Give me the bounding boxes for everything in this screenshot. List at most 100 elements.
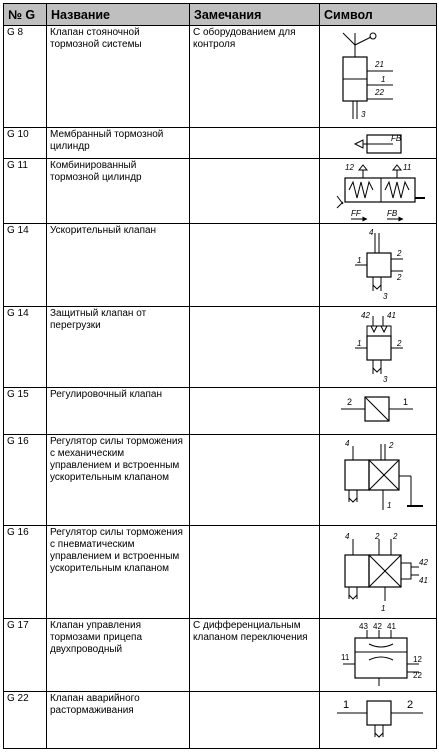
regulating-valve-icon: 2 1 <box>341 396 413 422</box>
parking-brake-valve-icon: 21 1 22 3 <box>342 32 393 119</box>
row-remarks <box>189 387 320 435</box>
row-name: Регулятор силы торможения с механическим… <box>46 434 190 526</box>
table-row: G 14 Защитный клапан от перегрузки 42 41… <box>3 306 437 388</box>
port-label: 3 <box>361 110 366 119</box>
port-label: 2 <box>392 532 398 541</box>
port-label: 1 <box>343 699 349 711</box>
port-label: 22 <box>374 88 384 97</box>
port-label: 42 <box>419 558 428 567</box>
port-label: 42 <box>361 311 370 320</box>
trailer-control-valve-icon: 43 42 41 11 12 22 <box>341 622 422 686</box>
port-label: 2 <box>407 699 413 711</box>
port-label: 21 <box>374 60 384 69</box>
port-label: 3 <box>383 375 388 384</box>
row-remarks <box>189 306 320 388</box>
row-name: Защитный клапан от перегрузки <box>46 306 190 388</box>
row-num: G 10 <box>3 127 47 159</box>
table-row: G 11 Комбинированный тормозной цилиндр 1… <box>3 158 437 224</box>
table-row: G 10 Мембранный тормозной цилиндр FB <box>3 127 437 159</box>
port-label: 1 <box>381 75 385 84</box>
port-label: FB <box>387 209 398 218</box>
components-table: № G Название Замечания Символ G 8 Клапан… <box>3 3 437 749</box>
port-label: 2 <box>396 273 402 282</box>
row-symbol: 4 2 2 42 41 1 <box>319 525 437 619</box>
row-name: Клапан аварийного растормаживания <box>46 691 190 749</box>
port-label: 1 <box>381 604 385 613</box>
port-label: 41 <box>387 311 396 320</box>
combined-brake-cylinder-icon: 12 11 FF FB <box>336 163 425 222</box>
port-label: 11 <box>403 163 411 172</box>
row-remarks <box>189 434 320 526</box>
port-label: 22 <box>413 671 422 680</box>
row-remarks: С оборудованием для контроля <box>189 25 320 128</box>
port-label: 3 <box>383 292 388 301</box>
port-label: 4 <box>345 532 350 541</box>
port-label: 1 <box>403 397 408 407</box>
port-label: 12 <box>345 163 354 172</box>
row-remarks <box>189 127 320 159</box>
row-num: G 16 <box>3 434 47 526</box>
row-name: Ускорительный клапан <box>46 223 190 307</box>
row-num: G 17 <box>3 618 47 692</box>
overload-protection-valve-icon: 42 41 1 2 3 <box>355 311 403 384</box>
diaphragm-brake-cylinder-icon: FB <box>353 134 402 154</box>
row-num: G 11 <box>3 158 47 224</box>
row-symbol: 12 11 FF FB <box>319 158 437 224</box>
row-remarks <box>189 691 320 749</box>
table-row: G 8 Клапан стояночной тормозной системы … <box>3 25 437 128</box>
header-num: № G <box>3 3 47 26</box>
emergency-release-valve-icon: 1 2 <box>337 699 423 738</box>
port-label: 1 <box>387 501 391 510</box>
port-label: 2 <box>374 532 380 541</box>
table-row: G 15 Регулировочный клапан 2 1 <box>3 387 437 435</box>
port-label: 2 <box>347 397 352 407</box>
port-label: 4 <box>345 439 350 448</box>
row-symbol: 42 41 1 2 3 <box>319 306 437 388</box>
row-remarks: С дифференциальным клапаном переключения <box>189 618 320 692</box>
table-row: G 17 Клапан управления тормозами прицепа… <box>3 618 437 692</box>
port-label: 4 <box>369 228 374 237</box>
port-label: FB <box>391 134 402 143</box>
row-num: G 16 <box>3 525 47 619</box>
row-name: Комбинированный тормозной цилиндр <box>46 158 190 224</box>
row-name: Клапан стояночной тормозной системы <box>46 25 190 128</box>
row-remarks <box>189 223 320 307</box>
table-row: G 14 Ускорительный клапан 4 2 1 2 3 <box>3 223 437 307</box>
port-label: 2 <box>396 249 402 258</box>
row-remarks <box>189 525 320 619</box>
row-remarks <box>189 158 320 224</box>
table-row: G 16 Регулятор силы торможения с пневмат… <box>3 525 437 619</box>
row-name: Регулятор силы торможения с пневматическ… <box>46 525 190 619</box>
row-name: Мембранный тормозной цилиндр <box>46 127 190 159</box>
port-label: 1 <box>357 339 361 348</box>
row-symbol: 1 2 <box>319 691 437 749</box>
port-label: 41 <box>387 622 396 631</box>
pneumatic-brake-force-regulator-icon: 4 2 2 42 41 1 <box>344 532 428 613</box>
row-symbol: 4 2 1 <box>319 434 437 526</box>
port-label: 2 <box>396 339 402 348</box>
header-symbol: Символ <box>319 3 437 26</box>
row-symbol: FB <box>319 127 437 159</box>
relay-valve-icon: 4 2 1 2 3 <box>355 228 403 301</box>
port-label: 43 <box>359 622 368 631</box>
row-num: G 15 <box>3 387 47 435</box>
port-label: 42 <box>373 622 382 631</box>
port-label: 11 <box>341 653 350 662</box>
row-num: G 14 <box>3 306 47 388</box>
table-header-row: № G Название Замечания Символ <box>3 3 437 26</box>
port-label: FF <box>351 209 362 218</box>
port-label: 2 <box>388 441 394 450</box>
header-remarks: Замечания <box>189 3 320 26</box>
row-num: G 8 <box>3 25 47 128</box>
port-label: 41 <box>419 576 428 585</box>
header-name: Название <box>46 3 190 26</box>
table-row: G 16 Регулятор силы торможения с механич… <box>3 434 437 526</box>
row-name: Регулировочный клапан <box>46 387 190 435</box>
row-symbol: 2 1 <box>319 387 437 435</box>
mechanical-brake-force-regulator-icon: 4 2 1 <box>344 439 423 510</box>
table-row: G 22 Клапан аварийного растормаживания 1… <box>3 691 437 749</box>
row-num: G 14 <box>3 223 47 307</box>
port-label: 1 <box>357 256 361 265</box>
port-label: 12 <box>413 655 422 664</box>
row-name: Клапан управления тормозами прицепа двух… <box>46 618 190 692</box>
